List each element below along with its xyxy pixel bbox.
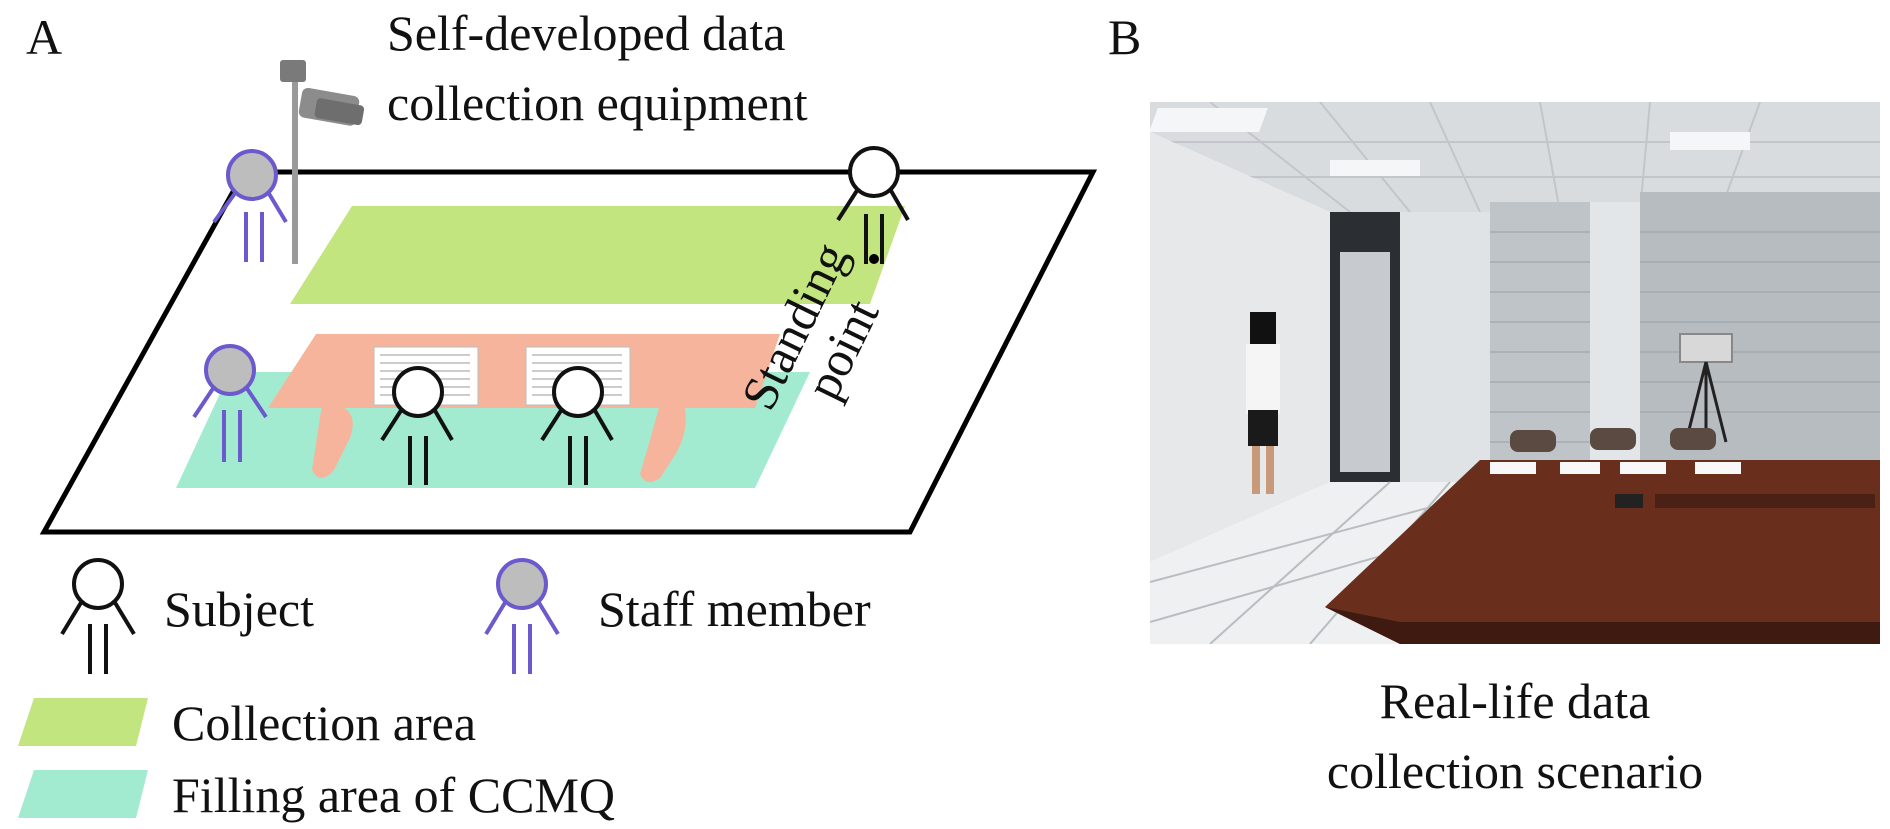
staff-member-icon xyxy=(192,344,268,462)
floor-outline xyxy=(39,169,1098,535)
equipment-label-line1: Self-developed data xyxy=(387,5,786,61)
legend-subject-label: Subject xyxy=(164,581,314,637)
collection-area xyxy=(290,206,905,304)
equipment-label-line2: collection equipment xyxy=(387,75,808,131)
legend-swatch-filling-area xyxy=(18,770,148,818)
panel-b-caption-line2: collection scenario xyxy=(1326,743,1704,799)
table-top xyxy=(268,334,780,408)
subject-icon xyxy=(380,366,454,485)
panel-b-caption-line1: Real-life data xyxy=(1379,673,1651,729)
subject-icon xyxy=(836,146,910,264)
panel-b-letter: B xyxy=(1108,9,1142,65)
panel-a-letter: A xyxy=(26,9,63,65)
staff-member-icon xyxy=(212,149,288,262)
panel-a-diagram xyxy=(18,60,1098,818)
camera-icon xyxy=(280,60,365,264)
legend-filling-area-label: Filling area of CCMQ xyxy=(172,767,616,823)
legend-staff-label: Staff member xyxy=(598,581,871,637)
standing-point-marker xyxy=(869,254,879,264)
table-leg-left xyxy=(312,404,353,478)
subject-icon xyxy=(60,558,136,674)
photo-room xyxy=(1150,102,1880,644)
legend-collection-area-label: Collection area xyxy=(172,695,477,751)
table-leg-right xyxy=(640,404,686,483)
legend-swatch-collection-area xyxy=(18,698,148,746)
subject-icon xyxy=(540,366,614,485)
staff-member-icon xyxy=(484,558,560,674)
